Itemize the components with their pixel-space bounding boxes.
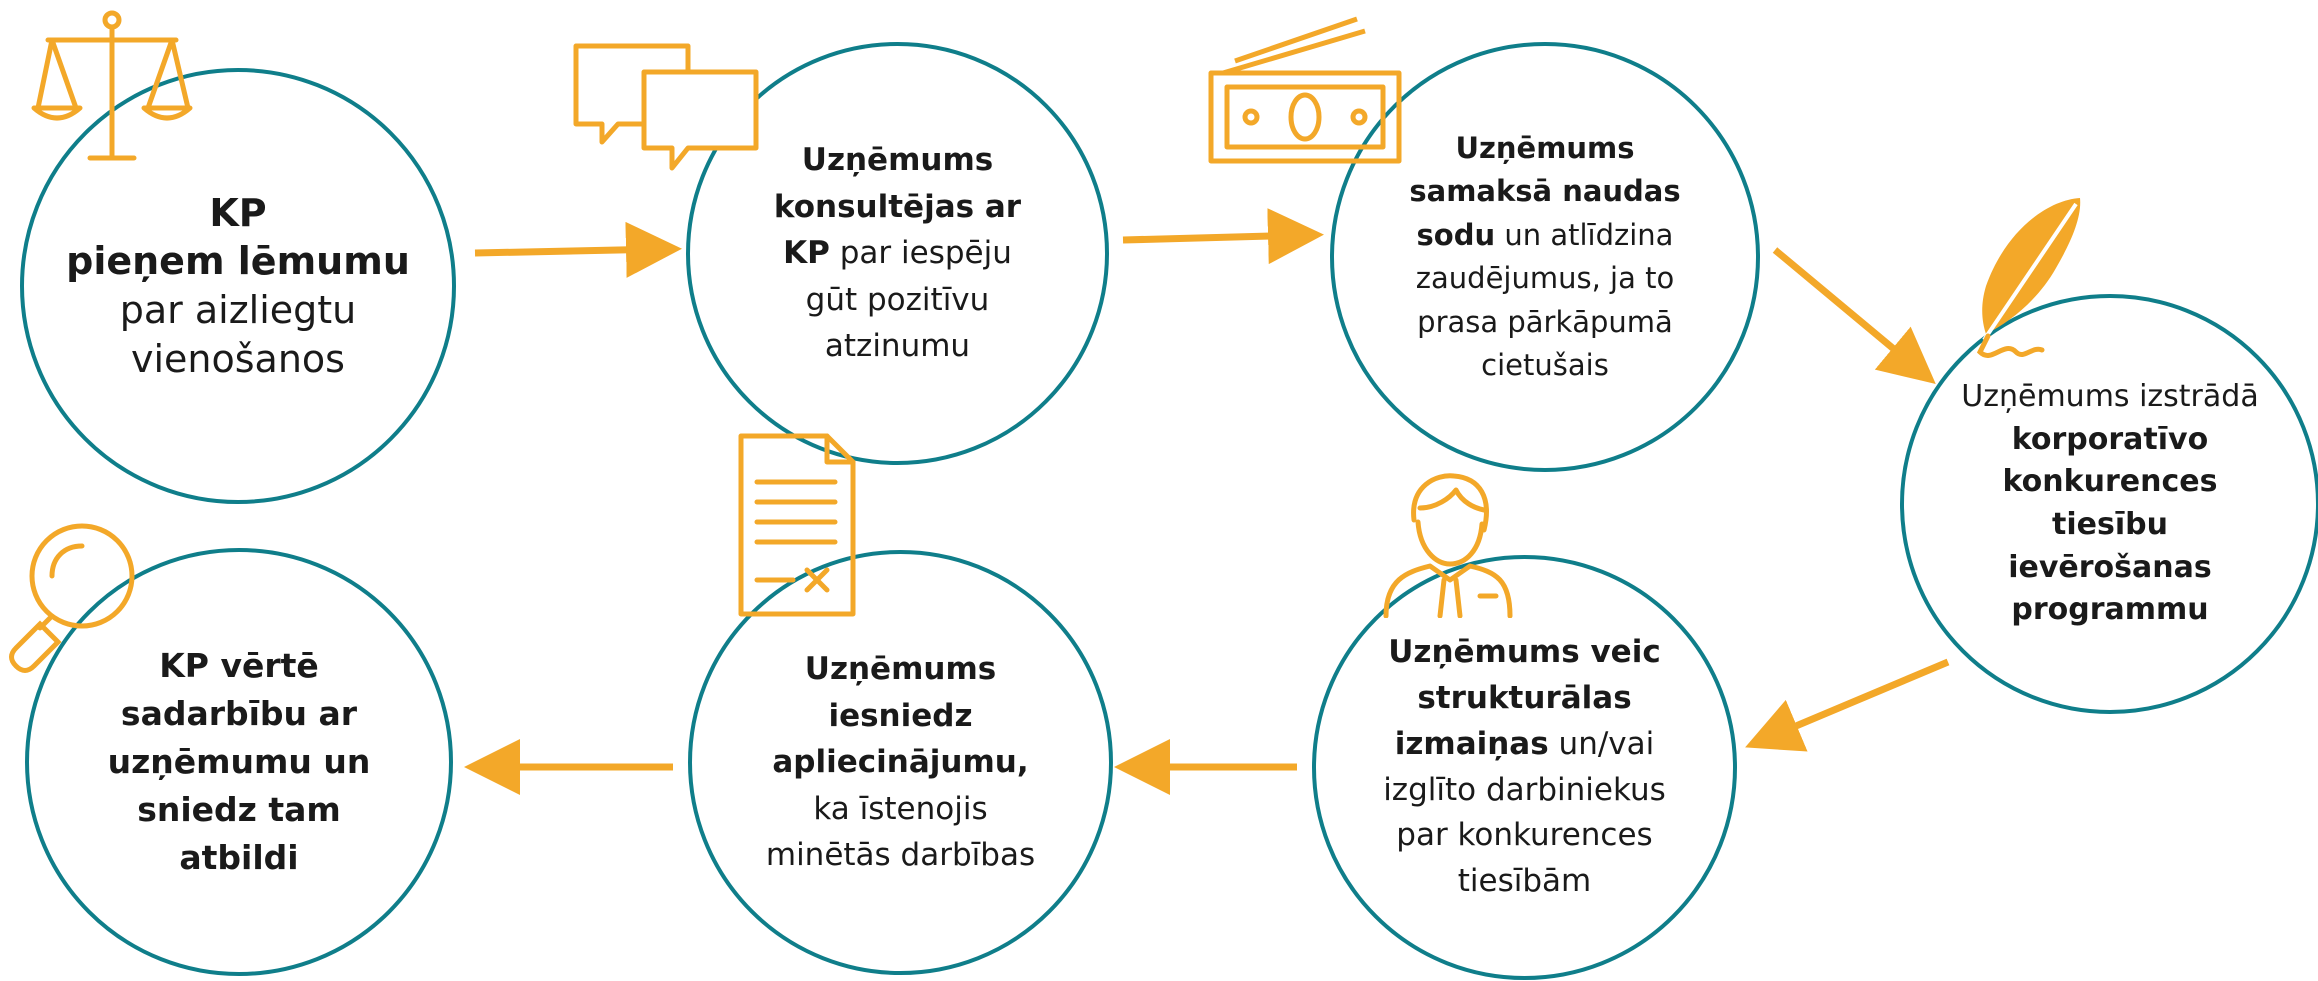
text-run: Uzņēmums — [804, 651, 997, 688]
text-run: samaksā naudas — [1409, 174, 1681, 208]
step-6-circle: Uzņēmums iesniedz apliecinājumu, ka īstenoj… — [688, 550, 1113, 975]
step-2-text: Uzņēmums konsultējas ar KP par iespēju gūt … — [774, 137, 1021, 370]
text-run: un atlīdzina — [1495, 217, 1674, 252]
speech-bubbles-icon — [573, 43, 759, 171]
text-run: KP — [783, 235, 830, 272]
text-run: programmu — [2011, 592, 2209, 628]
step-4-text: Uzņēmums izstrādā korporatīvo konkurences t… — [1961, 376, 2258, 632]
text-run: Uzņēmums — [801, 142, 994, 179]
text-run: prasa pārkāpumā — [1417, 304, 1673, 339]
arrow-3-to-4 — [1772, 247, 1936, 384]
text-run: izglīto darbiniekus — [1383, 771, 1666, 808]
text-run: par konkurences — [1396, 817, 1653, 854]
step-5-text: Uzņēmums veic strukturālas izmaiņas un/vai… — [1383, 630, 1666, 905]
text-run: sadarbību ar — [120, 694, 358, 734]
magnifier-icon — [9, 523, 135, 673]
text-run: cietušais — [1481, 348, 1609, 382]
arrow-1-to-2 — [474, 221, 682, 278]
text-run: Uzņēmums — [1455, 130, 1635, 165]
step-6-text: Uzņēmums iesniedz apliecinājumu, ka īstenoj… — [766, 646, 1035, 879]
text-run: zaudējumus, ja to — [1415, 261, 1675, 295]
text-run: tiesībām — [1457, 863, 1592, 900]
text-run: atzinumu — [824, 328, 971, 365]
text-run: par aizliegtu — [119, 288, 357, 332]
text-run: Uzņēmums izstrādā — [1961, 379, 2259, 415]
step-2-circle: Uzņēmums konsultējas ar KP par iespēju gūt … — [686, 42, 1109, 465]
text-run: ka īstenojis — [813, 790, 988, 827]
text-run: gūt pozitīvu — [805, 281, 990, 318]
text-run: pieņem lēmumu — [66, 239, 410, 284]
step-4-circle: Uzņēmums izstrādā korporatīvo konkurences t… — [1900, 294, 2318, 714]
text-run: vienošanos — [131, 336, 345, 381]
text-run: KP vērtē — [159, 646, 319, 686]
arrow-4-to-5 — [1745, 658, 1950, 752]
step-3-text: Uzņēmums samaksā naudas sodu un atlīdzina z… — [1409, 127, 1680, 388]
text-run: izmaiņas — [1394, 725, 1549, 762]
text-run: strukturālas — [1417, 679, 1632, 716]
scales-icon — [31, 10, 193, 161]
text-run: apliecinājumu, — [772, 744, 1029, 781]
text-run: atbildi — [179, 837, 299, 877]
employee-icon — [1383, 473, 1513, 618]
text-run: un/vai — [1548, 725, 1655, 762]
step-5-circle: Uzņēmums veic strukturālas izmaiņas un/vai… — [1312, 555, 1737, 980]
quill-icon — [1976, 198, 2081, 358]
text-run: korporatīvo — [2011, 421, 2209, 457]
text-run: sodu — [1416, 217, 1496, 252]
text-run: iesniedz — [828, 697, 973, 734]
text-run: minētās darbības — [765, 837, 1036, 874]
step-3-circle: Uzņēmums samaksā naudas sodu un atlīdzina z… — [1330, 42, 1760, 472]
step-7-text: KP vērtē sadarbību ar uzņēmumu un sniedz ta… — [108, 642, 371, 881]
text-run: konkurences — [2002, 464, 2218, 500]
text-run: uzņēmumu un — [107, 742, 371, 782]
text-run: ievērošanas — [2008, 549, 2212, 585]
text-run: sniedz tam — [137, 789, 341, 829]
step-7-circle: KP vērtē sadarbību ar uzņēmumu un sniedz ta… — [25, 548, 453, 976]
text-run: par iespēju — [829, 235, 1012, 272]
banknote-icon — [1208, 16, 1402, 164]
text-run: KP — [209, 190, 267, 235]
arrow-2-to-3 — [1122, 208, 1324, 265]
document-icon — [738, 433, 856, 617]
text-run: konsultējas ar — [773, 188, 1022, 225]
text-run: Uzņēmums veic — [1388, 633, 1661, 670]
text-run: tiesību — [2052, 507, 2168, 542]
